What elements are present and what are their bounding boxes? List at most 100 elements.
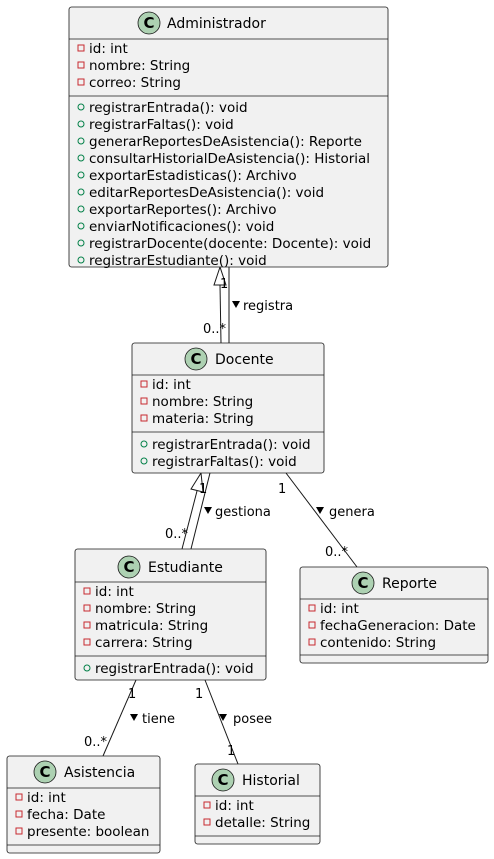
class-asistencia: C Asistencia id: int fecha: Date present… — [6, 755, 161, 854]
private-marker-icon — [77, 61, 85, 69]
operation: exportarReportes(): Archivo — [89, 202, 276, 218]
private-marker-icon — [83, 638, 91, 646]
multiplicity-source: 1 — [220, 277, 228, 292]
public-marker-icon — [77, 137, 85, 145]
class-icon-letter: C — [217, 771, 228, 789]
operation: exportarEstadisticas(): Archivo — [89, 168, 297, 184]
class-estudiante: C Estudiante id: int nombre: String matr… — [74, 548, 267, 681]
generalization-triangle — [213, 265, 227, 286]
class-icon — [351, 571, 375, 595]
class-name: Docente — [215, 352, 274, 368]
public-marker-icon — [77, 239, 85, 247]
class-docente: C Docente id: int nombre: String materia… — [131, 342, 325, 474]
operation: editarReportesDeAsistencia(): void — [89, 185, 324, 201]
attribute: id: int — [152, 377, 191, 393]
class-icon — [184, 347, 208, 371]
public-marker-icon — [77, 205, 85, 213]
generalization-line — [219, 284, 222, 344]
attribute: id: int — [320, 601, 359, 617]
generalization-docente-administrador — [213, 265, 227, 344]
class-name: Reporte — [382, 576, 437, 592]
public-marker-icon — [77, 222, 85, 230]
attribute: nombre: String — [152, 394, 253, 410]
multiplicity-target: 0..* — [203, 322, 227, 337]
private-marker-icon — [77, 44, 85, 52]
attribute: detalle: String — [215, 815, 310, 831]
multiplicity-target: 0..* — [165, 527, 189, 542]
private-marker-icon — [140, 414, 148, 422]
public-marker-icon — [140, 457, 148, 465]
operation: registrarEntrada(): void — [95, 661, 254, 677]
operation: registrarDocente(docente: Docente): void — [89, 236, 371, 252]
class-icon — [137, 11, 161, 35]
class-historial: C Historial id: int detalle: String — [194, 763, 321, 845]
attribute: presente: boolean — [27, 824, 149, 840]
association-label: posee — [233, 712, 272, 727]
private-marker-icon — [308, 638, 316, 646]
attribute: correo: String — [89, 75, 181, 91]
class-box — [131, 342, 325, 474]
operation: consultarHistorialDeAsistencia(): Histor… — [89, 151, 370, 167]
class-icon-letter: C — [39, 763, 50, 781]
multiplicity-target: 0..* — [325, 545, 349, 560]
private-marker-icon — [83, 621, 91, 629]
multiplicity-source: 1 — [195, 687, 203, 702]
private-marker-icon — [140, 380, 148, 388]
private-marker-icon — [83, 587, 91, 595]
class-icon-letter: C — [123, 558, 134, 576]
multiplicity-target: 0..* — [84, 735, 108, 750]
association-tiene: 1 0..* tiene — [84, 679, 175, 757]
attribute: materia: String — [152, 411, 254, 427]
operation: registrarEntrada(): void — [152, 437, 311, 453]
association-line — [102, 679, 137, 757]
private-marker-icon — [308, 621, 316, 629]
public-marker-icon — [77, 188, 85, 196]
generalization-estudiante-docente — [181, 471, 204, 550]
association-label: tiene — [142, 712, 175, 727]
class-icon-letter: C — [143, 14, 154, 32]
direction-arrow-icon — [232, 301, 240, 308]
association-line — [190, 472, 211, 550]
operation: generarReportesDeAsistencia(): Reporte — [89, 134, 362, 150]
operation: enviarNotificaciones(): void — [89, 219, 274, 235]
multiplicity-source: 1 — [278, 482, 286, 497]
relations: 1 0..* registra 1 0..* gestiona 1 0..* g… — [84, 265, 375, 765]
attribute: matricula: String — [95, 618, 208, 634]
direction-arrow-icon — [130, 714, 138, 721]
class-name: Historial — [242, 773, 300, 789]
class-box — [68, 6, 389, 268]
public-marker-icon — [77, 103, 85, 111]
attribute: fecha: Date — [27, 807, 105, 823]
attribute: nombre: String — [95, 601, 196, 617]
class-box — [299, 566, 489, 664]
class-reporte: C Reporte id: int fechaGeneracion: Date … — [299, 566, 489, 664]
private-marker-icon — [203, 801, 211, 809]
direction-arrow-icon — [219, 714, 227, 721]
generalization-triangle — [190, 471, 204, 493]
private-marker-icon — [203, 818, 211, 826]
private-marker-icon — [15, 810, 23, 818]
attribute: contenido: String — [320, 635, 436, 651]
attribute: id: int — [89, 41, 128, 57]
class-name: Asistencia — [64, 765, 135, 781]
operation: registrarFaltas(): void — [152, 454, 297, 470]
generalization-line — [181, 490, 198, 550]
operation: registrarEstudiante(): void — [89, 253, 267, 269]
association-label: genera — [329, 505, 375, 520]
private-marker-icon — [15, 827, 23, 835]
multiplicity-source: 1 — [128, 687, 136, 702]
class-icon-letter: C — [190, 350, 201, 368]
private-marker-icon — [77, 78, 85, 86]
attribute: id: int — [27, 790, 66, 806]
class-administrador: C Administrador id: int nombre: String c… — [68, 6, 389, 269]
private-marker-icon — [140, 397, 148, 405]
attribute: nombre: String — [89, 58, 190, 74]
association-label: gestiona — [215, 505, 271, 520]
class-icon — [211, 768, 235, 792]
public-marker-icon — [77, 171, 85, 179]
class-name: Estudiante — [148, 560, 223, 576]
attribute: fechaGeneracion: Date — [320, 618, 476, 634]
association-posee: 1 1 posee — [195, 679, 272, 765]
association-line — [285, 472, 358, 568]
